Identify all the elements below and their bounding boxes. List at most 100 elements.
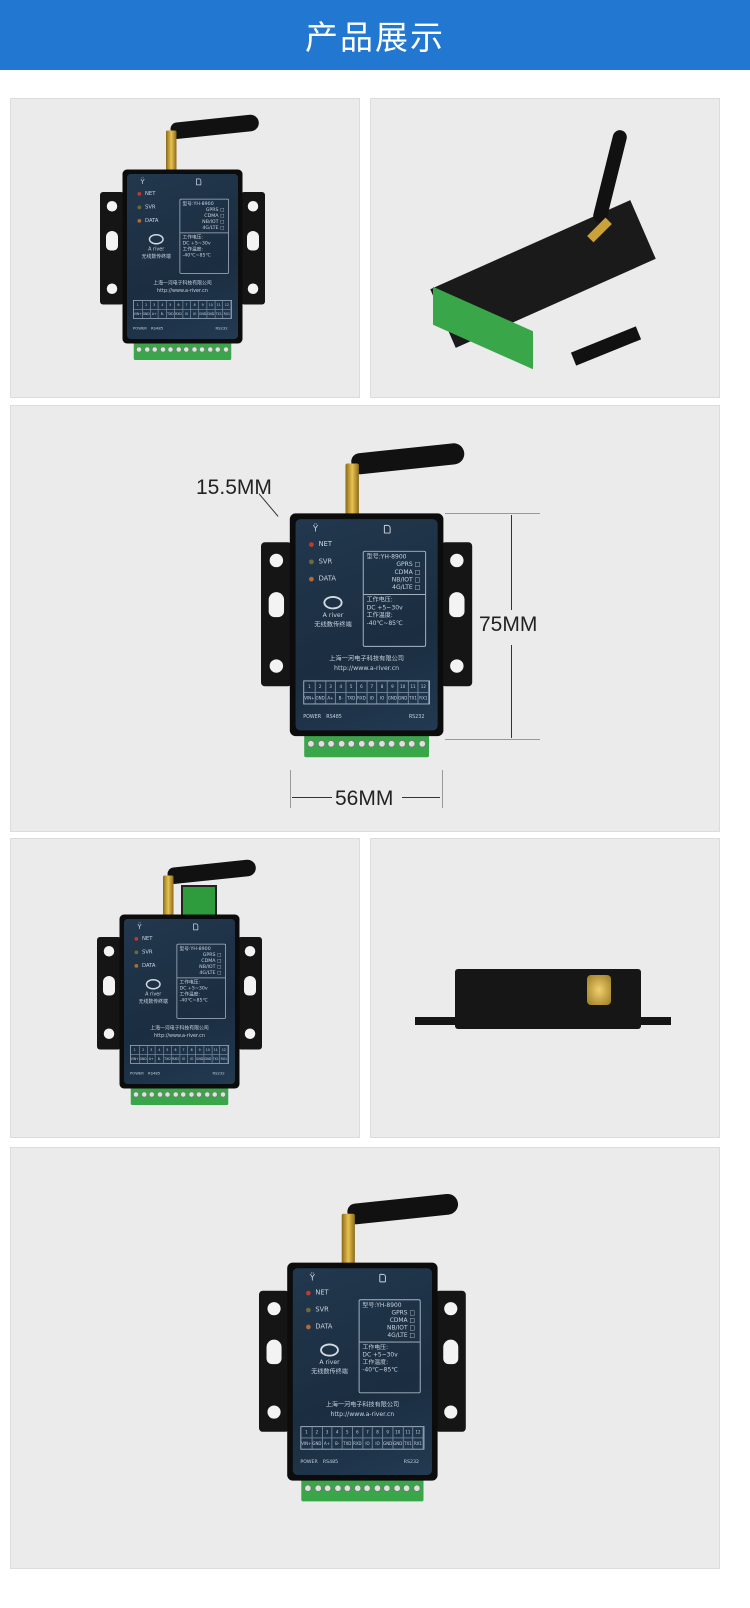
pin-number: 7 bbox=[180, 1045, 188, 1054]
pin-number: 1 bbox=[301, 1427, 313, 1438]
pin-number: 4 bbox=[156, 1045, 164, 1054]
led-data: DATA bbox=[306, 1323, 332, 1330]
led-net: NET bbox=[309, 540, 332, 548]
power-label: POWER bbox=[303, 714, 322, 720]
model-box: 型号:YH-8900 GPRS □ CDMA □ NB/IOT □ 4G/LTE… bbox=[176, 943, 226, 1019]
pin-label: RXD bbox=[356, 691, 368, 704]
pin-label: TX1 bbox=[212, 1054, 221, 1063]
pin-number: 3 bbox=[151, 300, 159, 309]
device-front: Ÿ NET SVR DATA 型号:YH-8900 GPRS □ CDMA □ … bbox=[100, 102, 265, 365]
pin-number: 10 bbox=[398, 681, 409, 692]
pin-number: 1 bbox=[304, 681, 316, 692]
model-box: 型号:YH-8900 GPRS □ CDMA □ NB/IOT □ 4G/LTE… bbox=[362, 550, 427, 647]
signal-icon: Ÿ bbox=[137, 923, 142, 932]
model-number: 型号:YH-8900 bbox=[362, 1302, 402, 1309]
pin-label: GND bbox=[204, 1054, 213, 1063]
pin-label: A+ bbox=[322, 1437, 333, 1449]
device-body: Ÿ NET SVR DATA 型号:YH-8900 GPRS □ CDMA □ … bbox=[122, 169, 243, 344]
pin-label: GND bbox=[387, 691, 399, 704]
pin-label: TXD bbox=[166, 309, 175, 318]
mounting-ear-right bbox=[241, 192, 265, 305]
pin-number: 5 bbox=[346, 681, 357, 692]
pin-number: 6 bbox=[172, 1045, 180, 1054]
pin-label: IO bbox=[187, 1054, 196, 1063]
pin-number: 2 bbox=[315, 681, 326, 692]
pin-label: B- bbox=[155, 1054, 164, 1063]
signal-icon: Ÿ bbox=[309, 1273, 315, 1284]
pin-number: 7 bbox=[367, 681, 378, 692]
pin-label: IO bbox=[190, 309, 199, 318]
pin-label: RX1 bbox=[418, 691, 429, 704]
height-dimension: 75MM bbox=[479, 613, 538, 636]
pin-label: IO bbox=[362, 1437, 373, 1449]
device-label-panel: Ÿ NET SVR DATA 型号:YH-8900 GPRS □ CDMA □ … bbox=[124, 919, 235, 1084]
antenna-connector bbox=[163, 875, 174, 916]
rs232-label: RS232 bbox=[408, 714, 425, 720]
led-data: DATA bbox=[134, 963, 156, 969]
rs485-label: RS485 bbox=[326, 714, 342, 720]
pin-label: VIN+ bbox=[133, 309, 143, 318]
pin-number: 8 bbox=[191, 300, 199, 309]
power-label: POWER bbox=[133, 326, 147, 331]
device-front: Ÿ NET SVR DATA 型号:YH-8900 GPRS □ CDMA □ … bbox=[259, 1178, 466, 1507]
rs485-label: RS485 bbox=[151, 326, 164, 331]
rs232-label: RS232 bbox=[403, 1459, 419, 1465]
antenna-connector bbox=[341, 1213, 355, 1265]
pin-label: TXD bbox=[342, 1437, 353, 1449]
model-number: 型号:YH-8900 bbox=[182, 201, 214, 207]
signal-icon: Ÿ bbox=[312, 524, 319, 535]
led-data: DATA bbox=[309, 575, 336, 583]
pin-number: 4 bbox=[159, 300, 167, 309]
pin-label: GND bbox=[207, 309, 216, 318]
pin-number: 2 bbox=[140, 1045, 148, 1054]
pin-label: TXD bbox=[163, 1054, 172, 1063]
antenna-whip bbox=[169, 113, 260, 140]
pin-number: 8 bbox=[188, 1045, 196, 1054]
pin-number: 9 bbox=[383, 1427, 394, 1438]
pin-label: A+ bbox=[147, 1054, 156, 1063]
pin-label: GND bbox=[393, 1437, 404, 1449]
pin-number: 10 bbox=[204, 1045, 213, 1054]
rs485-label: RS485 bbox=[148, 1071, 161, 1076]
pin-label: A+ bbox=[325, 691, 337, 704]
sim-card-icon bbox=[379, 1273, 386, 1283]
model-box: 型号:YH-8900 GPRS □ CDMA □ NB/IOT □ 4G/LTE… bbox=[179, 198, 229, 274]
pin-label: VIN+ bbox=[304, 691, 316, 704]
pin-label: VIN+ bbox=[130, 1054, 140, 1063]
pin-number: 11 bbox=[403, 1427, 414, 1438]
pin-number: 11 bbox=[215, 300, 224, 309]
height-arrow-top bbox=[511, 515, 512, 610]
antenna-whip bbox=[346, 1192, 460, 1226]
pin-label: IO bbox=[372, 1437, 384, 1449]
width-arrow-left bbox=[292, 797, 332, 798]
pin-label: TXD bbox=[346, 691, 357, 704]
pin-label: IO bbox=[367, 691, 378, 704]
antenna-connector bbox=[345, 463, 359, 516]
power-label: POWER bbox=[130, 1071, 144, 1076]
model-number: 型号:YH-8900 bbox=[366, 553, 407, 561]
power-label: POWER bbox=[300, 1459, 318, 1465]
width-arrow-right bbox=[402, 797, 440, 798]
pin-number: 2 bbox=[143, 300, 151, 309]
pin-label: RXD bbox=[174, 309, 183, 318]
rs485-label: RS485 bbox=[322, 1459, 339, 1465]
mounting-ear-left bbox=[261, 542, 292, 687]
pin-label: GND bbox=[398, 691, 409, 704]
device-front: Ÿ NET SVR DATA 型号:YH-8900 GPRS □ CDMA □ … bbox=[97, 847, 262, 1110]
model-box: 型号:YH-8900 GPRS □ CDMA □ NB/IOT □ 4G/LTE… bbox=[358, 1299, 421, 1394]
pin-number: 2 bbox=[312, 1427, 323, 1438]
pin-number: 9 bbox=[199, 300, 208, 309]
pin-label: GND bbox=[315, 691, 326, 704]
sim-card-icon bbox=[383, 524, 391, 534]
section-title: 产品展示 bbox=[305, 18, 445, 57]
pin-number: 1 bbox=[134, 300, 143, 309]
pin-number: 8 bbox=[373, 1427, 384, 1438]
pin-number: 7 bbox=[363, 1427, 373, 1438]
pin-label: IO bbox=[182, 309, 191, 318]
